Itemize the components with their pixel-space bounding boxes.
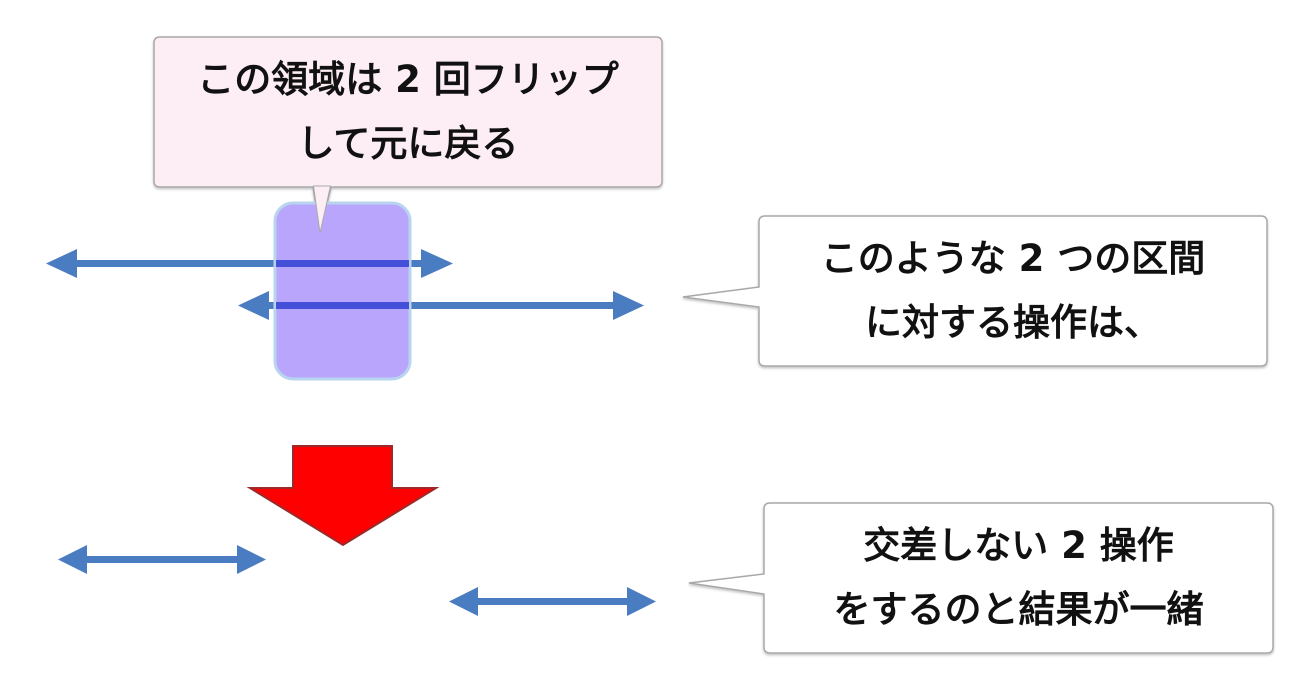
callout-right-lower-text: 交差しない 2 操作 をするのと結果が一緒: [764, 503, 1273, 653]
callout-top-line-1: この領域は 2 回フリップ: [197, 58, 619, 101]
overlap-region: [273, 201, 412, 381]
interval-arrow-left-only-left-head: [58, 545, 87, 574]
callout-top-line-2: して元に戻る: [297, 122, 519, 165]
interval-arrow-a-right-head: [421, 249, 453, 278]
overlap-tint-b: [276, 302, 409, 309]
interval-arrow-b-shaft: [266, 302, 616, 309]
interval-arrow-right-only-shaft: [475, 598, 631, 605]
callout-right-lower-line-1: 交差しない 2 操作: [863, 524, 1174, 567]
interval-arrow-a-shaft: [74, 260, 424, 267]
callout-right-lower-bubble: [688, 502, 1274, 654]
callout-right-upper-line-2: に対する操作は、: [865, 301, 1161, 344]
interval-arrows-after: [58, 545, 656, 616]
callout-right-lower: [688, 502, 1274, 654]
interval-arrow-b: [238, 291, 644, 320]
callout-top-text: この領域は 2 回フリップ して元に戻る: [154, 37, 662, 187]
interval-arrow-right-only: [449, 587, 656, 616]
interval-arrows-before: [46, 249, 644, 320]
overlap-tint-a: [276, 260, 409, 267]
down-arrow-icon: [246, 445, 440, 547]
interval-arrow-right-only-left-head: [449, 587, 478, 616]
interval-arrow-b-left-head: [238, 291, 269, 320]
callout-right-upper-bubble: [682, 215, 1268, 367]
interval-arrow-right-only-right-head: [627, 587, 656, 616]
interval-arrow-left-only-shaft: [84, 556, 242, 563]
interval-arrow-a: [46, 249, 453, 278]
callout-right-upper-line-1: このような 2 つの区間: [820, 237, 1206, 280]
callout-right-lower-line-2: をするのと結果が一緒: [833, 588, 1204, 631]
callout-top-pointer: [312, 185, 332, 234]
overlap-tint: [276, 260, 409, 309]
interval-arrow-left-only: [58, 545, 266, 574]
interval-arrow-b-right-head: [613, 291, 644, 320]
interval-arrow-left-only-right-head: [237, 545, 266, 574]
callout-right-upper-text: このような 2 つの区間 に対する操作は、: [759, 216, 1267, 366]
interval-arrow-a-left-head: [46, 249, 77, 278]
callout-right-upper: [682, 215, 1268, 367]
